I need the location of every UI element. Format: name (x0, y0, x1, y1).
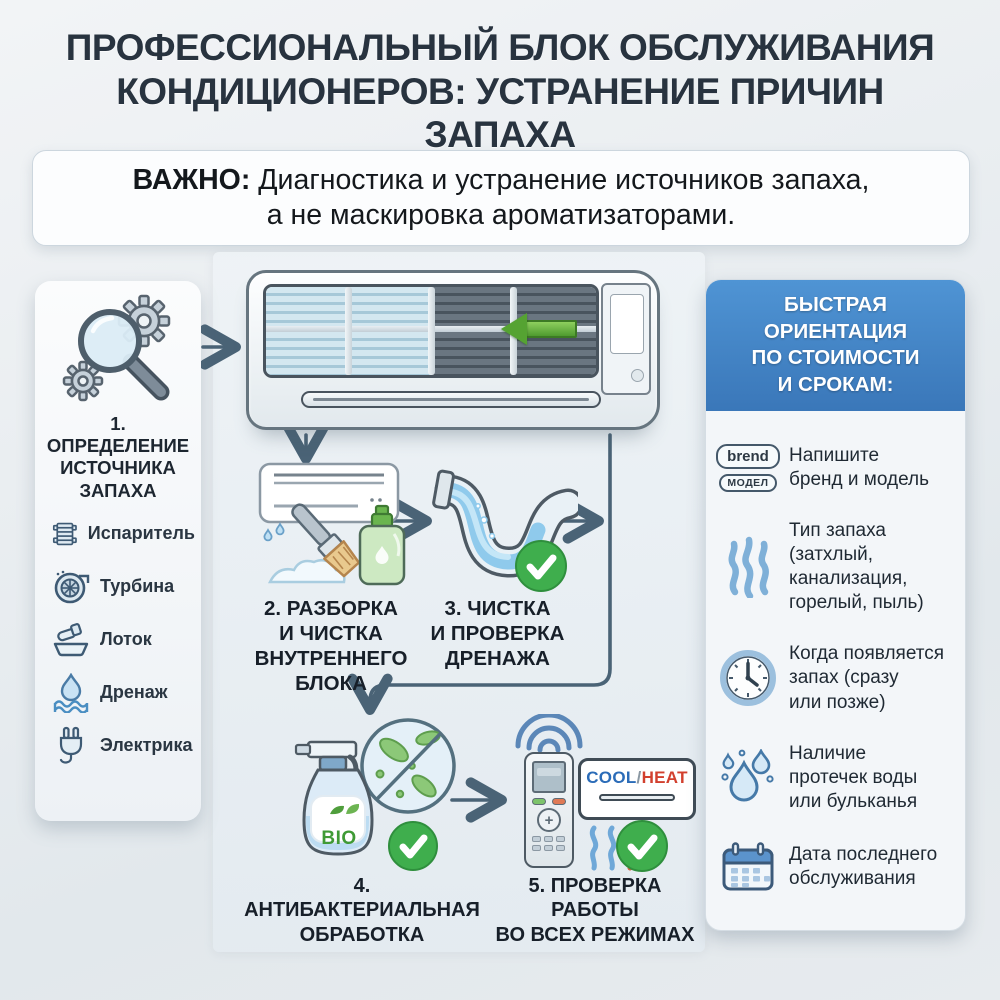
ac-unit-illustration (246, 270, 660, 430)
remote-dpad: + (537, 808, 561, 832)
no-bacteria-icon (360, 718, 456, 814)
important-note-text: ВАЖНО: Диагностика и устранение источник… (33, 163, 969, 233)
sidebar-heading: 1. ОПРЕДЕЛЕНИЕ ИСТОЧНИКА ЗАПАХА (46, 413, 190, 501)
bio-label: BIO (321, 828, 357, 849)
list-item-electric: Электрика (51, 726, 195, 766)
list-item-text: Наличие протечек воды или бульканья (789, 742, 918, 812)
model-badge: МОДЕЛ (719, 473, 777, 492)
sidebar-items: Испаритель Турбина (41, 514, 195, 766)
list-item-text: Когда появляется запах (сразу или позже) (789, 643, 945, 713)
green-arrow-icon (501, 313, 587, 345)
ac-filter-divider (427, 287, 435, 375)
connector-to-step4 (347, 433, 612, 715)
mode-label: COOL/HEAT (581, 768, 693, 788)
check-icon (616, 820, 668, 872)
odor-waves-icon (728, 536, 769, 599)
quick-info-header: БЫСТРАЯ ОРИЕНТАЦИЯ ПО СТОИМОСТИ И СРОКАМ… (706, 280, 965, 411)
list-item-text: Дата последнего обслуживания (789, 843, 938, 889)
brand-model-icon: brend МОДЕЛ (716, 443, 780, 492)
remote-button-red (552, 798, 566, 805)
remote-control: + (524, 752, 574, 868)
pipe-icon (432, 469, 578, 592)
check-icon (515, 540, 567, 592)
mode-separator: / (636, 768, 642, 787)
list-item-label: Лоток (100, 629, 152, 650)
magnifier-gears-icon (62, 294, 171, 402)
list-item-text: Напишите бренд и модель (789, 444, 929, 490)
mode-heat-label: HEAT (641, 768, 688, 787)
step2-label: 2. РАЗБОРКА И ЧИСТКА ВНУТРЕННЕГО БЛОКА (254, 597, 408, 695)
remote-button-green (532, 798, 546, 805)
water-drops-icon (721, 748, 774, 802)
spray-bio-icon: BIO (278, 712, 478, 874)
quick-info-items: brend МОДЕЛ Напишите бренд и модель Тип (706, 411, 965, 930)
brand-badge: brend (716, 443, 780, 469)
list-item-drain: Дренаж (51, 672, 195, 713)
list-item-evaporator: Испаритель (51, 514, 195, 554)
mode-cool-label: COOL (586, 768, 637, 787)
step5-label: 5. ПРОВЕРКА РАБОТЫ ВО ВСЕХ РЕЖИМАХ (495, 875, 695, 946)
important-label: ВАЖНО: (132, 164, 251, 196)
ac-filter-divider (345, 287, 353, 375)
page-title: ПРОФЕССИОНАЛЬНЫЙ БЛОК ОБСЛУЖИВАНИЯ КОНДИ… (65, 27, 935, 156)
list-item-turbine: Турбина (51, 567, 195, 607)
remote-keys (526, 832, 572, 851)
evaporator-icon (52, 522, 77, 546)
ac-button (631, 369, 644, 382)
ac-display (610, 294, 644, 354)
list-item-label: Электрика (100, 735, 193, 756)
drain-icon (53, 672, 89, 713)
tray-icon (53, 622, 89, 656)
electric-icon (59, 726, 83, 764)
list-item-label: Испаритель (87, 523, 195, 544)
list-item-last-service: Дата последнего обслуживания (718, 841, 955, 893)
mini-ac-vent (598, 794, 676, 801)
step3-label: 3. ЧИСТКА И ПРОВЕРКА ДРЕНАЖА (430, 597, 565, 670)
cleaning-icon (258, 462, 406, 586)
clock-icon (720, 650, 776, 707)
list-item-leaks: Наличие протечек воды или бульканья (718, 742, 955, 814)
ac-vent (301, 391, 601, 408)
list-item-tray: Лоток (51, 620, 195, 660)
check-icon (388, 821, 438, 871)
quick-info-panel: БЫСТРАЯ ОРИЕНТАЦИЯ ПО СТОИМОСТИ И СРОКАМ… (705, 279, 966, 931)
remote-screen (532, 761, 566, 793)
list-item-odor-type: Тип запаха (затхлый, канализация, горелы… (718, 519, 955, 616)
sidebar-odor-source: 1. ОПРЕДЕЛЕНИЕ ИСТОЧНИКА ЗАПАХА Испарите… (35, 281, 201, 821)
list-item-brand: brend МОДЕЛ Напишите бренд и модель (716, 443, 955, 492)
list-item-text: Тип запаха (затхлый, канализация, горелы… (789, 519, 924, 614)
important-note: ВАЖНО: Диагностика и устранение источник… (32, 150, 970, 246)
list-item-when: Когда появляется запах (сразу или позже) (718, 642, 955, 714)
list-item-label: Дренаж (100, 682, 168, 703)
wifi-icon (515, 714, 583, 753)
list-item-label: Турбина (100, 576, 175, 597)
turbine-icon (54, 570, 90, 604)
step4-label: 4. АНТИБАКТЕРИАЛЬНАЯ ОБРАБОТКА (244, 875, 480, 946)
remote-ac-icon: + COOL/HEAT (498, 712, 698, 876)
mini-ac-unit: COOL/HEAT (578, 758, 696, 820)
important-body: Диагностика и устранение источников запа… (258, 164, 870, 231)
calendar-icon (722, 842, 774, 891)
ac-control-panel (601, 283, 651, 395)
ac-vent-slot (313, 398, 589, 401)
